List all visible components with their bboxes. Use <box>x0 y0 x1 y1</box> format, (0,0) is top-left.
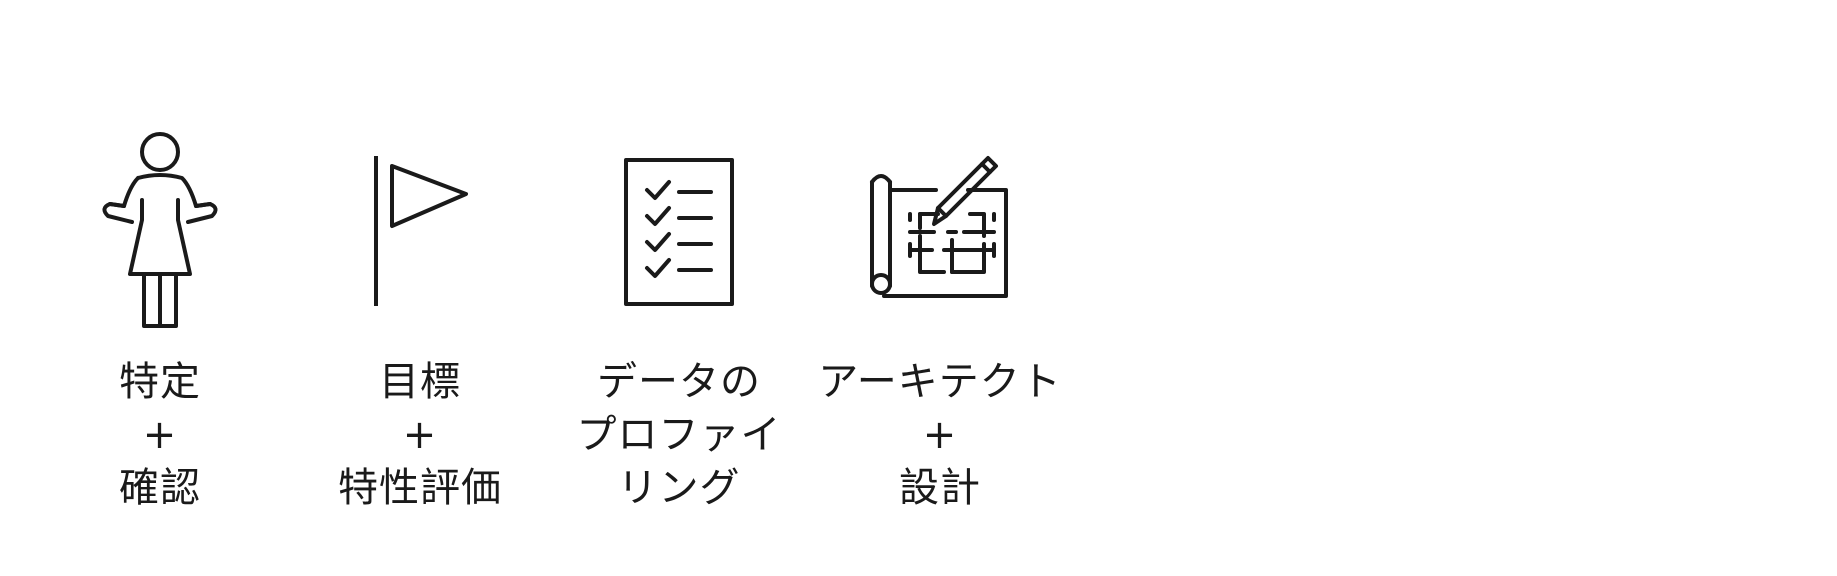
step-label-line: 目標 <box>379 359 461 405</box>
step-label: アーキテクト + 設計 <box>800 356 1080 515</box>
step-label-line: プロファイ <box>576 412 782 458</box>
flag-icon <box>280 120 560 350</box>
step-label-line: + <box>402 412 438 458</box>
step-label-line: アーキテクト <box>818 359 1062 405</box>
step-label: データの プロファイ リング <box>539 356 819 515</box>
step-label-line: + <box>922 412 958 458</box>
step-label: 目標 + 特性評価 <box>280 356 560 515</box>
step-label-line: 特定 <box>119 359 201 405</box>
step-label-line: + <box>142 412 178 458</box>
person-shrug-icon <box>20 120 300 350</box>
checklist-icon <box>539 120 819 350</box>
step-label-line: リング <box>617 465 741 511</box>
blueprint-pencil-icon <box>800 120 1080 350</box>
step-data-profiling: データの プロファイ リング <box>539 0 819 576</box>
step-label-line: 設計 <box>899 465 981 511</box>
step-identify-confirm: 特定 + 確認 <box>20 0 300 576</box>
step-goal-characterization: 目標 + 特性評価 <box>280 0 560 576</box>
step-label-line: 特性評価 <box>338 465 502 511</box>
step-label-line: データの <box>597 359 761 405</box>
step-label-line: 確認 <box>119 465 201 511</box>
step-architect-design: アーキテクト + 設計 <box>800 0 1080 576</box>
step-label: 特定 + 確認 <box>20 356 300 515</box>
